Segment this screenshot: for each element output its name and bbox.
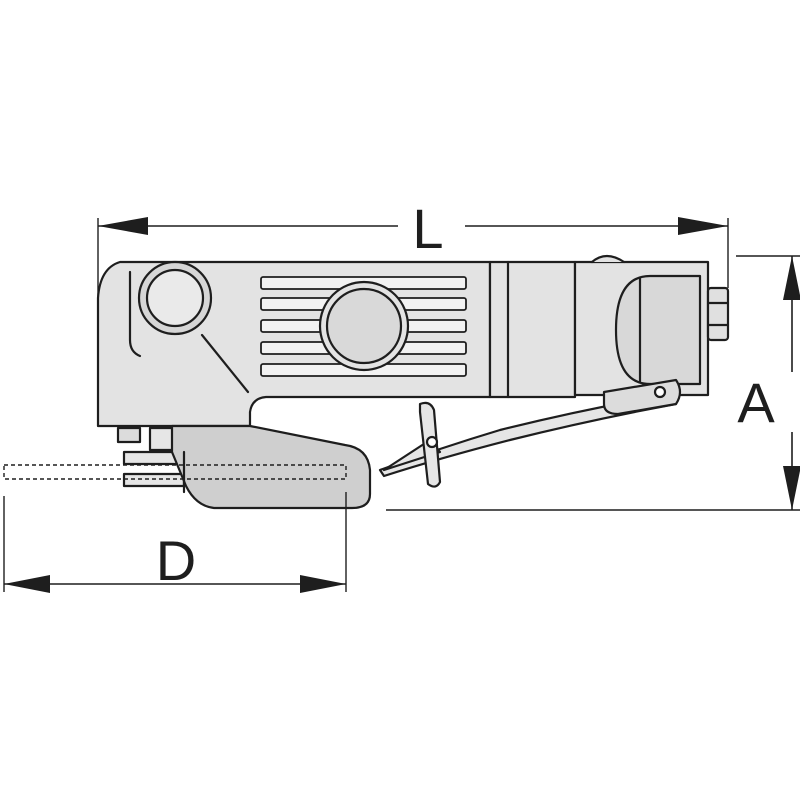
length-arrow-left [98, 217, 148, 235]
height-label: A [737, 371, 775, 434]
dimension-length: L [97, 197, 729, 296]
height-arrow-bottom [783, 466, 800, 510]
length-arrow-right [678, 217, 728, 235]
height-arrow-top [783, 256, 800, 300]
trigger-lever [378, 378, 682, 488]
motor-section [488, 260, 577, 399]
flange-bottom [122, 472, 186, 488]
exhaust-nut [706, 286, 730, 342]
rear-dome [614, 274, 702, 386]
disc-arrow-right [300, 575, 346, 593]
disc-guard [170, 424, 372, 510]
dimension-height: A [386, 255, 800, 511]
spindle-collar [116, 426, 142, 444]
dimension-disc-diameter: D [3, 492, 347, 593]
disc-diameter-label: D [156, 529, 196, 592]
length-label: L [412, 197, 443, 260]
lever-pivot-pin [653, 385, 667, 399]
grinding-disc [3, 464, 347, 480]
disc-arrow-left [4, 575, 50, 593]
spindle-lock-button-inner [145, 268, 205, 328]
top-bump [590, 254, 626, 264]
tool-body [96, 254, 730, 428]
lock-leader-line [200, 333, 250, 394]
center-badge-inner [325, 287, 403, 365]
safety-pivot [425, 435, 439, 449]
guard-assembly [3, 424, 372, 510]
head-bevel [128, 270, 142, 358]
